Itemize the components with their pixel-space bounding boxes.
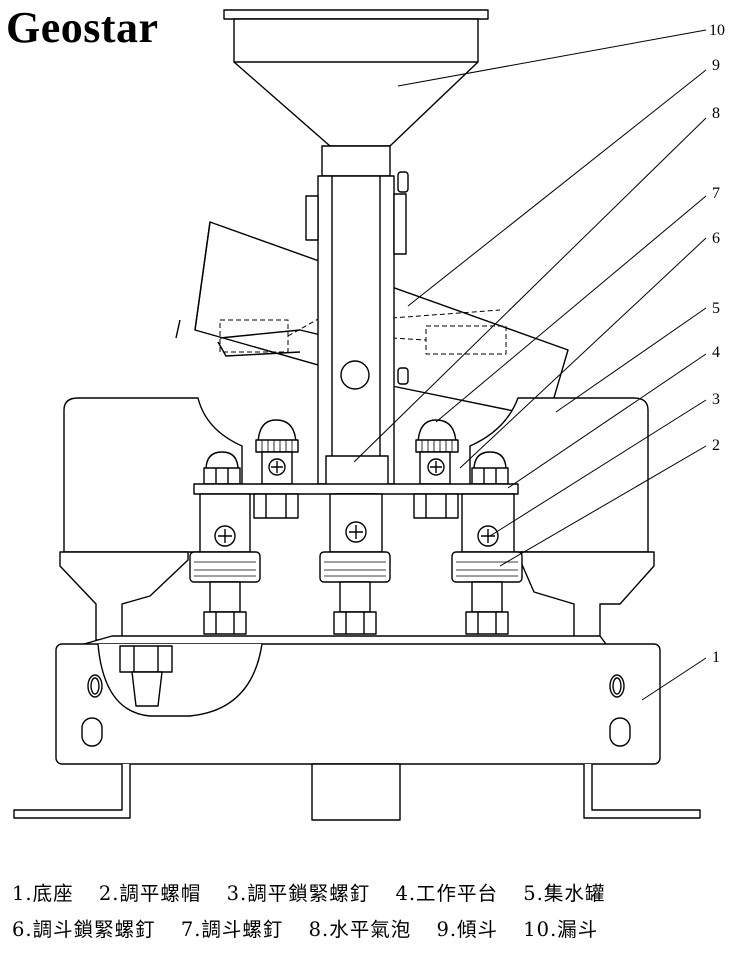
callout-5: 5 <box>712 300 720 317</box>
callout-2: 2 <box>712 437 720 454</box>
legend-item: 8.水平氣泡 <box>308 918 412 941</box>
rain-gauge-diagram: 10 9 8 7 6 5 4 3 2 1 <box>13 9 725 821</box>
acorn-nuts <box>203 451 509 485</box>
callout-numbers: 10 9 8 7 6 5 4 3 2 1 <box>709 22 725 666</box>
callout-9: 9 <box>712 57 720 74</box>
funnel <box>223 9 489 177</box>
legend-row-2: 6.調斗鎖緊螺釘 7.調斗螺釘 8.水平氣泡 9.傾斗 10.漏斗 <box>12 912 742 948</box>
leveling-post-right <box>451 493 523 635</box>
callout-8: 8 <box>712 105 720 122</box>
legend-item: 5.集水罐 <box>523 882 606 905</box>
legend-item: 4.工作平台 <box>395 882 499 905</box>
legend-item: 6.調斗鎖緊螺釘 <box>12 918 156 941</box>
legend-item: 9.傾斗 <box>436 918 499 941</box>
leveling-post-center <box>319 493 391 635</box>
bucket-adjust-screw-left <box>255 419 299 485</box>
leveling-post-left <box>189 493 261 635</box>
parts-legend: 1.底座 2.調平螺帽 3.調平鎖緊螺釘 4.工作平台 5.集水罐 6.調斗鎖緊… <box>12 876 742 948</box>
legend-item: 1.底座 <box>12 882 74 905</box>
bucket-adjust-screw-right <box>415 419 459 485</box>
brand-logo: Geostar <box>6 3 159 52</box>
legend-item: 3.調平鎖緊螺釘 <box>226 882 371 905</box>
callout-7: 7 <box>712 185 720 202</box>
support-column <box>305 171 409 487</box>
callout-10: 10 <box>709 22 725 39</box>
leader-lines <box>353 29 707 701</box>
legend-item: 7.調斗螺釘 <box>180 918 284 941</box>
legend-item: 10.漏斗 <box>523 918 599 941</box>
callout-4: 4 <box>712 344 720 361</box>
legend-item: 2.調平螺帽 <box>98 882 202 905</box>
callout-6: 6 <box>712 230 720 247</box>
callout-3: 3 <box>712 391 720 408</box>
base <box>13 635 701 821</box>
collection-tank-left <box>59 397 243 641</box>
callout-1: 1 <box>712 649 720 666</box>
legend-row-1: 1.底座 2.調平螺帽 3.調平鎖緊螺釘 4.工作平台 5.集水罐 <box>12 876 742 912</box>
